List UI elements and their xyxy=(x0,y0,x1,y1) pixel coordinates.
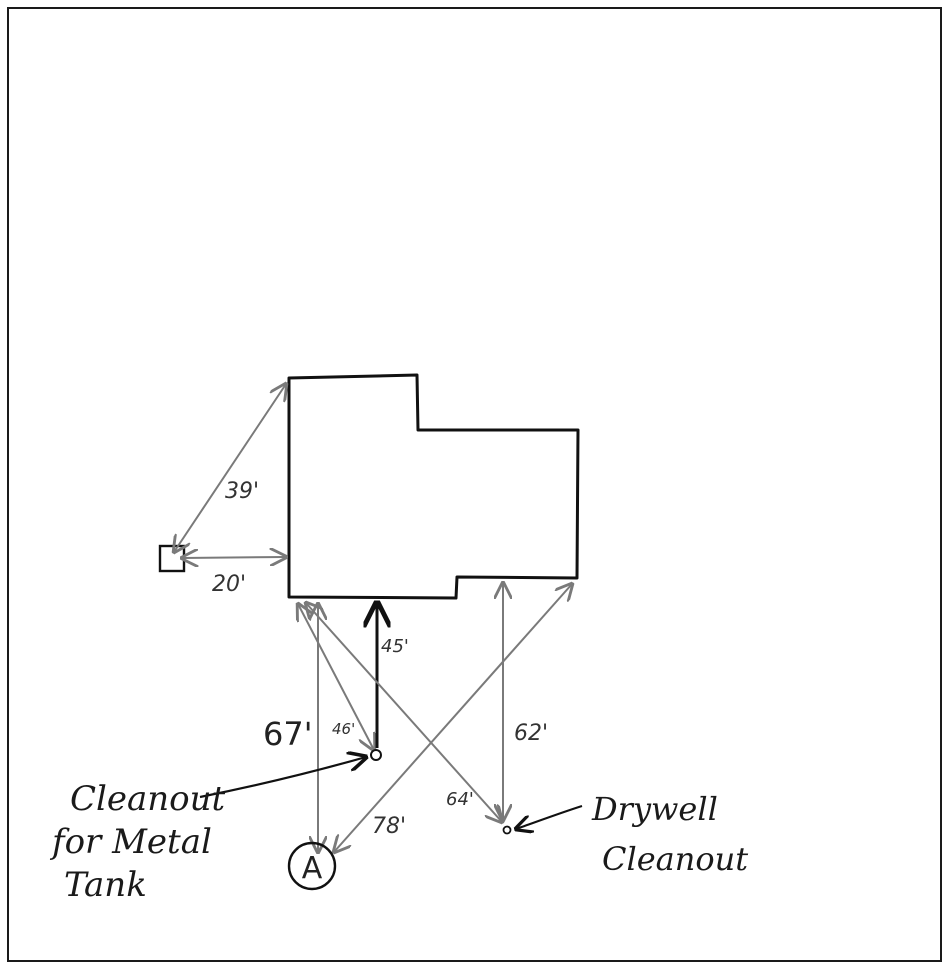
measure-67: 67' xyxy=(263,715,313,753)
reference-square xyxy=(158,544,186,573)
measure-39: 39' xyxy=(225,479,259,504)
measure-64: 64' xyxy=(446,789,474,810)
page-border xyxy=(7,7,942,962)
label-drywell-line2: Cleanout xyxy=(602,840,748,878)
drywell-cleanout-point xyxy=(502,825,512,835)
arrow-39 xyxy=(174,384,286,552)
label-drywell-line1: Drywell xyxy=(591,790,718,828)
label-cleanout-line3: Tank xyxy=(64,865,147,905)
measure-45: 45' xyxy=(381,636,409,657)
marker-a-label: A xyxy=(302,851,323,886)
measure-62: 62' xyxy=(514,721,548,746)
pointer-drywell xyxy=(516,805,583,829)
house-outline xyxy=(287,373,580,600)
marker-a-circle xyxy=(287,841,337,891)
pointer-metal-tank xyxy=(199,757,366,799)
measure-46: 46' xyxy=(332,720,355,738)
measure-78: 78' xyxy=(372,814,406,839)
metal-tank-cleanout-point xyxy=(370,749,382,761)
label-cleanout-line1: Cleanout xyxy=(70,779,226,819)
measure-20: 20' xyxy=(212,572,246,597)
arrow-78 xyxy=(334,584,572,852)
label-cleanout-line2: for Metal xyxy=(49,822,212,862)
arrow-20 xyxy=(182,557,286,558)
